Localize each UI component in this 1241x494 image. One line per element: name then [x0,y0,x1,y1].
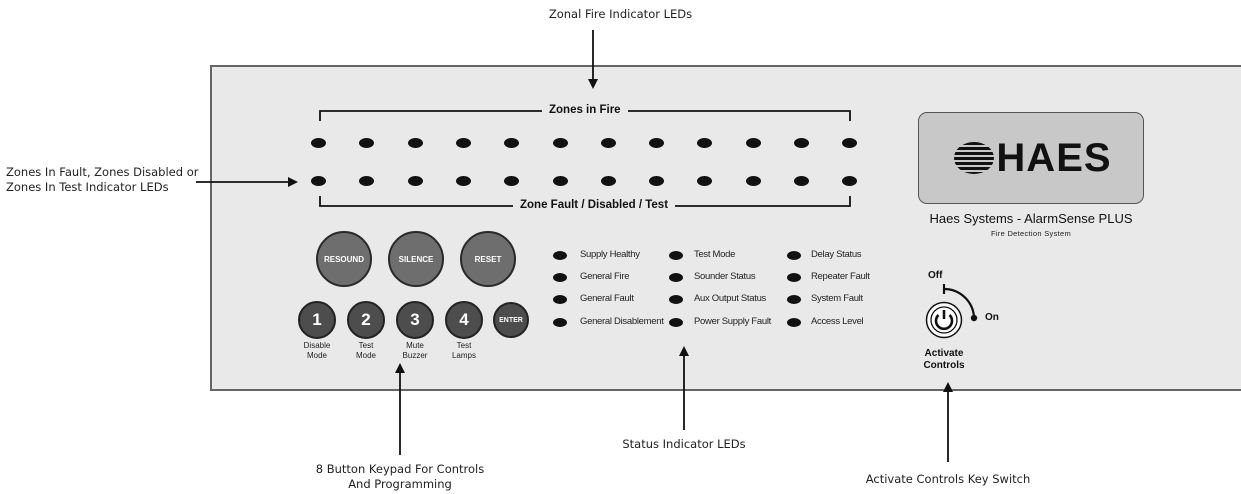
key-3-label-line1: Mute [406,341,424,350]
status-power-supply-fault: Power Supply Fault [694,316,771,327]
activate-controls-label: Activate Controls [904,348,984,372]
status-led [669,251,683,260]
status-led [553,295,567,304]
status-aux-output: Aux Output Status [694,293,766,304]
silence-button[interactable]: SILENCE [388,231,444,287]
key-1-label-line1: Disable [303,341,331,350]
key-2-label: Test Mode [341,341,391,361]
callout-keypad-line1: 8 Button Keypad For Controls [315,462,485,476]
keyswitch-on-dot [970,314,978,322]
activate-controls-line1: Activate [924,348,964,359]
reset-button[interactable]: RESET [460,231,516,287]
zone-fault-led [746,176,761,186]
key-1-button[interactable]: 1 [298,301,336,339]
status-led [553,318,567,327]
key-2-label-line1: Test [358,341,374,350]
zone-fire-led [456,138,471,148]
zone-fire-led [601,138,616,148]
zone-fire-led [649,138,664,148]
brand-subtitle: Fire Detection System [990,229,1072,238]
key-1-label-line2: Mode [306,351,327,360]
zone-fault-led [311,176,326,186]
zone-fire-led [359,138,374,148]
zone-fault-led [408,176,423,186]
status-general-disablement: General Disablement [580,316,664,327]
key-2-button[interactable]: 2 [347,301,385,339]
zone-fault-led [553,176,568,186]
brand-logo-box: HAES [918,112,1144,204]
callout-zonal-fire: Zonal Fire Indicator LEDs [548,7,693,21]
callout-keypad: 8 Button Keypad For Controls And Program… [300,462,500,492]
zone-fire-led [504,138,519,148]
status-test-mode: Test Mode [694,249,736,260]
status-led [787,273,801,282]
zone-fault-led [697,176,712,186]
zone-fault-led [649,176,664,186]
zone-fire-led [842,138,857,148]
status-led [669,273,683,282]
zone-fault-led [504,176,519,186]
resound-button[interactable]: RESOUND [316,231,372,287]
status-led [787,251,801,260]
zone-fault-led [794,176,809,186]
activate-controls-line2: Controls [923,360,965,371]
key-1-label: Disable Mode [292,341,342,361]
keyswitch-arc [943,287,976,318]
key-3-label-line2: Buzzer [402,351,428,360]
zone-fire-led [746,138,761,148]
zone-fire-led [794,138,809,148]
key-switch-icon [925,301,963,339]
status-led [669,295,683,304]
callout-zones-fault: Zones In Fault, Zones Disabled or Zones … [6,165,198,195]
callout-status-leds: Status Indicator LEDs [622,437,746,451]
status-led [553,251,567,260]
zone-fault-led [456,176,471,186]
status-system-fault: System Fault [811,293,863,304]
status-repeater-fault: Repeater Fault [811,271,870,282]
status-general-fire: General Fire [580,271,630,282]
status-delay-status: Delay Status [811,249,862,260]
keyswitch-off-label: Off [928,270,943,281]
key-4-label-line2: Lamps [451,351,476,360]
key-4-label-line1: Test [456,341,472,350]
brand-logo-text: HAES [996,135,1112,180]
zones-in-fire-label: Zones in Fire [542,104,628,116]
keyswitch-on-label: On [985,312,999,323]
status-led [669,318,683,327]
status-access-level: Access Level [811,316,864,327]
callout-key-switch: Activate Controls Key Switch [865,472,1031,486]
status-supply-healthy: Supply Healthy [580,249,640,260]
zone-fault-label: Zone Fault / Disabled / Test [513,199,676,211]
enter-button[interactable]: ENTER [493,302,529,338]
status-sounder-status: Sounder Status [694,271,756,282]
brand-title: Haes Systems - AlarmSense PLUS [929,211,1133,226]
callout-keypad-line2: And Programming [348,477,452,491]
zone-fire-led [311,138,326,148]
key-switch[interactable] [925,301,963,339]
status-led [787,295,801,304]
zone-fault-led [842,176,857,186]
key-2-label-line2: Mode [355,351,376,360]
status-general-fault: General Fault [580,293,634,304]
key-3-label: Mute Buzzer [390,341,440,361]
haes-globe-icon [954,142,995,174]
zone-fire-led [408,138,423,148]
zone-fire-led [553,138,568,148]
zone-fire-led [697,138,712,148]
zone-fault-led [601,176,616,186]
status-led [787,318,801,327]
zone-fault-led [359,176,374,186]
callout-zones-fault-line1: Zones In Fault, Zones Disabled or [6,165,199,179]
status-led [553,273,567,282]
callout-zones-fault-line2: Zones In Test Indicator LEDs [6,180,169,194]
key-4-label: Test Lamps [439,341,489,361]
key-4-button[interactable]: 4 [445,301,483,339]
key-3-button[interactable]: 3 [396,301,434,339]
